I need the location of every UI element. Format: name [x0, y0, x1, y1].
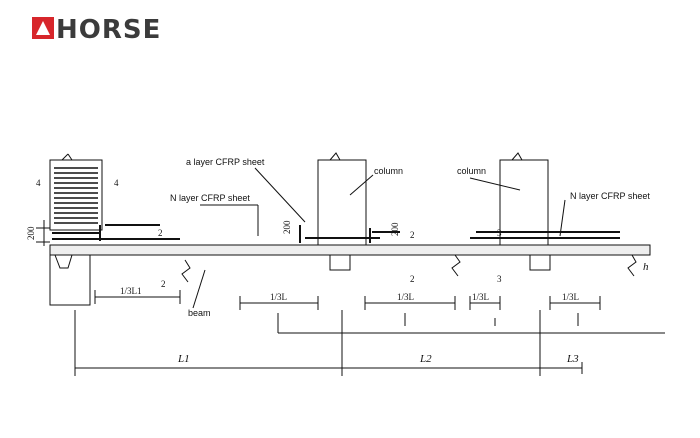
beam-cross-section [49, 159, 103, 231]
layer-count-3a: 3 [497, 228, 502, 238]
layer-count-2d: 2 [410, 274, 415, 284]
column-2 [499, 159, 549, 246]
layer-count-2b: 2 [161, 279, 166, 289]
label-column-2: column [457, 166, 486, 176]
dim-1-3-l-b: 1/3L [397, 292, 414, 302]
layer-count-3b: 3 [497, 274, 502, 284]
span-l2: L2 [419, 353, 432, 365]
dim-1-3-l1: 1/3L1 [120, 286, 142, 296]
dim-1-3-l-d: 1/3L [562, 292, 579, 302]
support-col-1 [329, 254, 351, 271]
logo-text: HORSE [56, 15, 161, 45]
span-l3: L3 [566, 353, 579, 365]
horse-logo: HORSE [32, 15, 161, 45]
dim-h: h [643, 261, 649, 273]
label-column-1: column [374, 166, 403, 176]
label-n-layer-cfrp-left: N layer CFRP sheet [170, 193, 250, 203]
dim-200-col1-right: 200 [390, 222, 400, 236]
label-a-layer-cfrp: a layer CFRP sheet [186, 157, 265, 167]
section-number-left: 4 [36, 178, 41, 188]
column-1 [317, 159, 367, 246]
section-number-right: 4 [114, 178, 119, 188]
support-col-2 [529, 254, 551, 271]
left-support [49, 254, 91, 306]
dim-1-3-l-a: 1/3L [270, 292, 287, 302]
span-l1: L1 [177, 353, 190, 365]
layer-count-2a: 2 [158, 228, 163, 238]
dim-200-left: 200 [26, 226, 36, 240]
slab-band [49, 244, 651, 256]
layer-count-2c: 2 [410, 230, 415, 240]
label-beam: beam [188, 308, 211, 318]
dim-1-3-l-c: 1/3L [472, 292, 489, 302]
dim-200-col1: 200 [282, 220, 292, 234]
label-n-layer-cfrp-right: N layer CFRP sheet [570, 191, 650, 201]
